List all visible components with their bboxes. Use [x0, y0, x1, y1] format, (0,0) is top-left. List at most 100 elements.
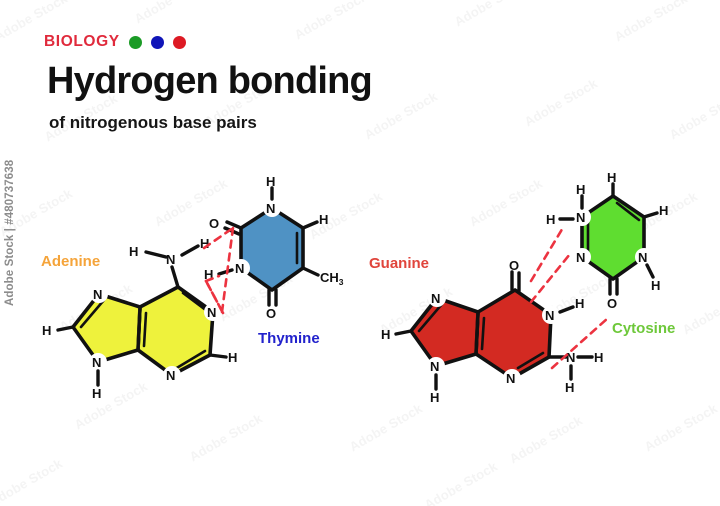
- guanine-n3-halo: [503, 369, 521, 387]
- page-title: Hydrogen bonding: [47, 60, 373, 102]
- adenine-n9-label: N: [92, 355, 101, 370]
- adenine-thymine-hydrogen-bonds: [202, 226, 235, 315]
- guanine-double-bond-n3c2: [516, 351, 545, 370]
- cytosine-n1-halo: [573, 248, 591, 266]
- guanine-molecule: O N H N N N H H N H H: [369, 255, 603, 405]
- cytosine-nh-right-halo: [635, 248, 653, 266]
- thymine-n1-halo: [263, 199, 281, 217]
- cytosine-o2-label: O: [607, 296, 617, 311]
- adenine-n3-halo: [163, 366, 181, 384]
- thymine-methyl-bond: [301, 266, 320, 277]
- thymine-n3-label: N: [235, 261, 244, 276]
- green-dot-icon: [128, 35, 142, 49]
- thymine-label: Thymine: [258, 330, 320, 347]
- thymine-n3-h-bond: [217, 268, 234, 276]
- cytosine-ring: [580, 194, 646, 281]
- thymine-c2-o-bond-a: [225, 220, 243, 230]
- guanine-label: Guanine: [369, 255, 429, 272]
- adenine-amine-h-left-label: H: [129, 244, 138, 259]
- thymine-c6-h-label: H: [319, 212, 328, 227]
- adenine-c8-h-bond: [56, 325, 75, 332]
- adenine-amine-n-label: N: [166, 252, 175, 267]
- thymine-c6-h-bond: [301, 220, 319, 230]
- thymine-o4-label: O: [266, 306, 276, 321]
- adenine-c2-h-label: H: [228, 350, 237, 365]
- cytosine-molecule: N H H N N H O H H Cytosine: [546, 170, 675, 337]
- guanine-cytosine-hydrogen-bonds: [529, 224, 610, 370]
- guanine-amine-h-right-label: H: [594, 350, 603, 365]
- guanine-n1-label: N: [545, 308, 554, 323]
- guanine-five-ring: [409, 296, 480, 368]
- thymine-n1-label: N: [266, 201, 275, 216]
- adenine-nh-bond-left: [144, 250, 168, 259]
- stock-credit-label: Adobe Stock | #480737638: [4, 159, 16, 306]
- guanine-c8-h-label: H: [381, 327, 390, 342]
- adenine-nh-bond-right: [180, 244, 200, 257]
- adenine-n9-halo: [89, 353, 107, 371]
- cytosine-n3-h-left-label: H: [546, 212, 555, 227]
- cytosine-c-h-top-label: H: [607, 170, 616, 185]
- adenine-n7-label: N: [93, 287, 102, 302]
- guanine-six-ring: [474, 288, 553, 380]
- adenine-double-bond-c2n3: [173, 349, 207, 371]
- adenine-molecule: N H H N N N N H H H Adenine: [41, 236, 237, 401]
- guanine-n1-h-label: H: [575, 296, 584, 311]
- guanine-double-bond-inner: [480, 316, 486, 351]
- cytosine-n1-label: N: [576, 250, 585, 265]
- adenine-label: Adenine: [41, 253, 100, 270]
- cytosine-c5c6-double-bond: [615, 201, 641, 222]
- page-subtitle: of nitrogenous base pairs: [49, 113, 257, 132]
- adenine-amine-h-right-label: H: [200, 236, 209, 251]
- adenine-c6-n-bond: [170, 265, 180, 289]
- cytosine-c-h-right-bond: [642, 211, 659, 219]
- adenine-double-bond-n7c8: [79, 298, 106, 329]
- guanine-amine-h-down-label: H: [565, 380, 574, 395]
- adenine-n1-label: N: [207, 305, 216, 320]
- hbond-gc-3: [550, 316, 610, 370]
- guanine-amine-n-label: N: [566, 350, 575, 365]
- thymine-molecule: N H N H O O H CH3 Thymine: [204, 174, 344, 347]
- adenine-n9-h-label: H: [92, 386, 101, 401]
- thymine-n3-halo: [232, 259, 250, 277]
- guanine-n1-h-bond: [558, 305, 575, 314]
- cytosine-n3-h-up-label: H: [576, 182, 585, 197]
- guanine-n7-halo: [428, 289, 446, 307]
- guanine-n9-h-label: H: [430, 390, 439, 405]
- adenine-double-bond-n1: [181, 291, 209, 313]
- thymine-ring: [239, 206, 305, 292]
- adenine-fusion-bond-line: [136, 305, 142, 352]
- adenine-double-bond-inner: [142, 311, 148, 348]
- thymine-n3-h-label: H: [204, 267, 213, 282]
- cytosine-n3-halo: [573, 208, 591, 226]
- cytosine-label: Cytosine: [612, 320, 675, 337]
- hbond-at-1: [202, 226, 235, 250]
- cytosine-n3-label: N: [576, 210, 585, 225]
- hbond-gc-2: [529, 252, 572, 304]
- blue-dot-icon: [150, 35, 164, 49]
- guanine-n9-halo: [427, 357, 445, 375]
- adenine-n1-halo: [204, 303, 222, 321]
- thymine-n1-h-label: H: [266, 174, 275, 189]
- guanine-o6-label: O: [509, 258, 519, 273]
- guanine-n9-label: N: [430, 359, 439, 374]
- hbond-at-2a: [204, 274, 221, 283]
- adenine-c8-h-label: H: [42, 323, 51, 338]
- cytosine-nh-right-h-bond: [645, 263, 655, 279]
- adenine-c2-h-bond: [208, 353, 228, 359]
- guanine-n7-label: N: [431, 291, 440, 306]
- adenine-n3-label: N: [166, 368, 175, 383]
- guanine-c8-h-bond: [394, 329, 413, 336]
- hbond-at-guide: [220, 226, 235, 314]
- kicker-label: BIOLOGY: [44, 33, 120, 50]
- red-dot-icon: [172, 35, 186, 49]
- hbond-gc-1: [529, 224, 566, 283]
- guanine-fusion-bond-line: [474, 310, 480, 356]
- adenine-five-ring: [71, 292, 142, 364]
- guanine-n1-halo: [542, 306, 560, 324]
- hbond-at-2: [204, 279, 225, 315]
- guanine-double-bond-n7c8: [417, 302, 444, 333]
- kicker-row: BIOLOGY: [44, 33, 186, 51]
- adenine-n7-halo: [90, 285, 108, 303]
